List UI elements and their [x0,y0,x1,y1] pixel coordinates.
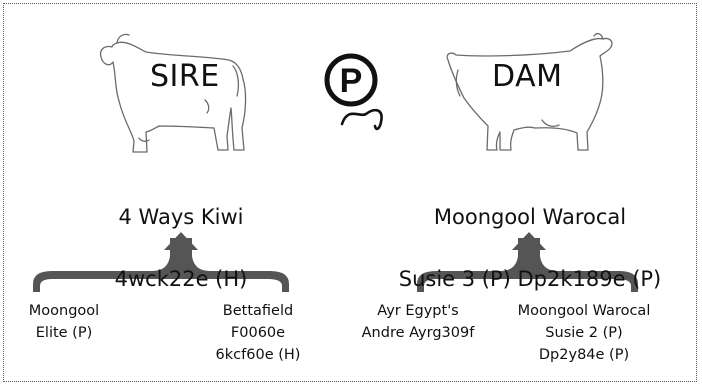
sire-name: 4 Ways Kiwi 4wck22e (H) [80,171,282,326]
sire-parent-left: Moongool Elite (P) [28,303,100,341]
pedigree-frame [3,3,697,382]
dam-name: Moongool Warocal Susie 3 (P) Dp2k189e (P… [395,171,665,326]
dam-name-line2: Susie 3 (P) Dp2k189e (P) [398,267,662,291]
dam-parents-bracket [417,232,638,292]
dam-arrow-icon [512,232,546,250]
sire-parents-bracket [33,232,289,292]
sire-arrow-icon [164,232,198,250]
bull-outline-icon [99,33,247,153]
polled-emblem-icon: P [324,53,383,131]
sire-name-line2: 4wck22e (H) [114,267,248,291]
dam-parent-left: Ayr Egypt's Andre Ayrg309f [361,303,475,341]
sire-heading: SIRE [150,59,220,94]
sire-name-line1: 4 Ways Kiwi [118,205,244,229]
sire-parent-right: Bettafield F0060e 6kcf60e (H) [215,303,301,363]
cow-outline-icon [446,32,613,151]
dam-heading: DAM [492,59,563,94]
emblem-letter: P [340,62,363,100]
dam-name-line1: Moongool Warocal [433,205,627,229]
dam-parent-right: Moongool Warocal Susie 2 (P) Dp2y84e (P) [517,303,651,363]
